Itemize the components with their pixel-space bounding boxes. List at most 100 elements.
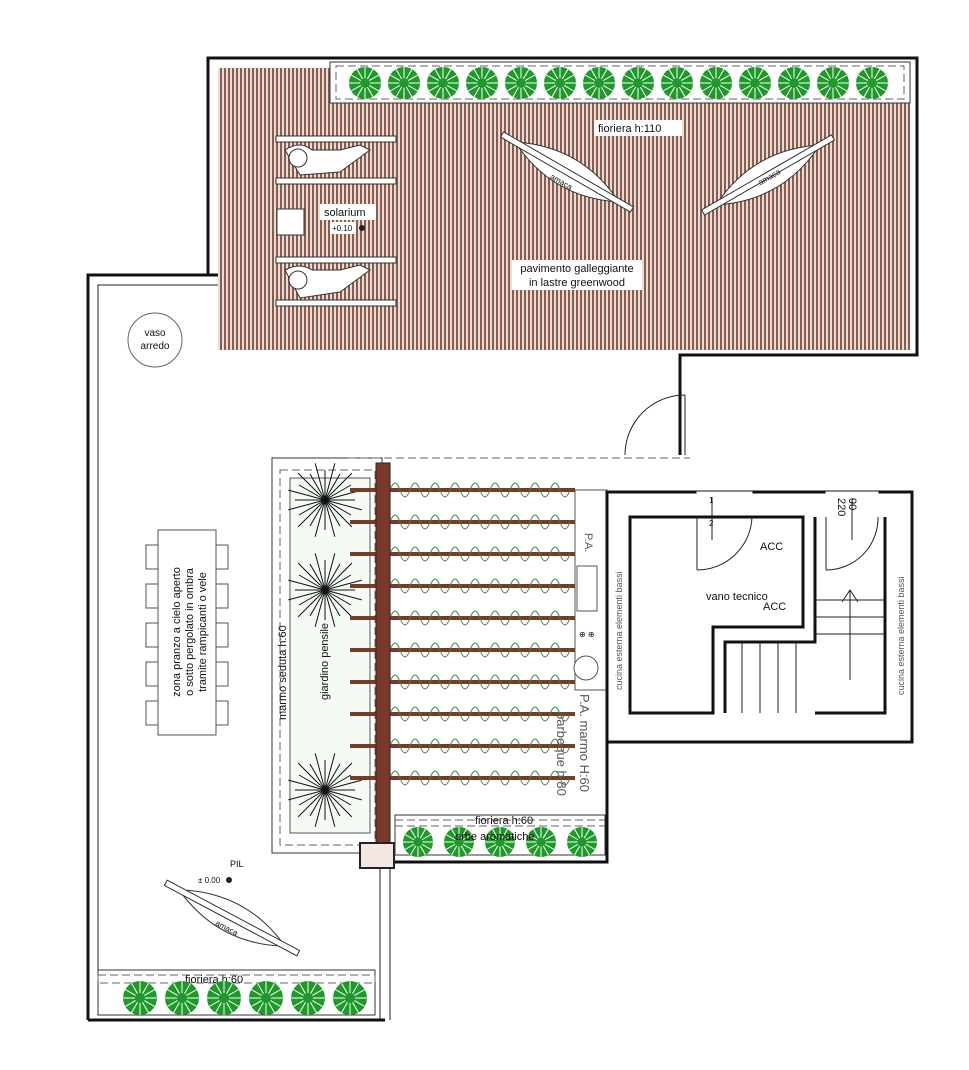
pergola-garden: marmo seduta h:60 giardino pensile P.A. …: [271, 457, 690, 1020]
chair: [215, 661, 229, 687]
climbing-plant: [389, 674, 571, 690]
chair: [145, 622, 159, 648]
shrub-icon: [207, 981, 241, 1015]
chair: [145, 583, 159, 609]
label-barbeque: barbeque h:80: [554, 712, 569, 796]
climbing-plant: [389, 546, 571, 562]
pergola-beam: [350, 744, 575, 748]
shrub-icon: [526, 827, 556, 857]
barbecue-grill[interactable]: [573, 655, 599, 681]
hammock-2[interactable]: amaca: [696, 125, 841, 226]
label-zona-3: tramite rampicanti o vele: [197, 572, 209, 692]
dining-terrace: vaso arredo zona pranzo a cielo aperto o…: [86, 273, 385, 1022]
chair: [215, 583, 229, 609]
decorative-vase[interactable]: vaso arredo: [127, 312, 183, 368]
level-marker-icon: [226, 877, 232, 883]
plants-bottom: [123, 981, 367, 1015]
label-pavimento-2: in lastre greenwood: [529, 277, 625, 289]
sunbed-2[interactable]: [275, 256, 397, 307]
shrub-icon: [427, 67, 459, 99]
sink[interactable]: [576, 565, 598, 612]
shrub-icon: [444, 827, 474, 857]
shrub-icon: [505, 67, 537, 99]
sunbed-1[interactable]: [275, 135, 397, 185]
climbing-plant: [389, 482, 571, 498]
spiky-plant-icon: [288, 463, 362, 537]
hammock-3[interactable]: amaca: [158, 870, 305, 968]
solarium-deck: fioriera h:110 amaca amaca solarium: [206, 56, 919, 455]
shrub-icon: [403, 827, 433, 857]
climbing-plant: [389, 770, 571, 786]
pergola-beam: [350, 712, 575, 716]
shrub-icon: [249, 981, 283, 1015]
label-step-1: 1: [709, 496, 714, 505]
spiky-plant-icon: [288, 553, 362, 627]
technical-block: 1 2 vano tecnico ACC ACC cucina esterna …: [605, 490, 914, 744]
pergola-beams: [350, 482, 575, 786]
shrub-icon: [123, 981, 157, 1015]
label-marmo-seduta: marmo seduta h:60: [277, 625, 289, 720]
staircase[interactable]: [741, 589, 885, 713]
label-acc-2: ACC: [763, 601, 786, 613]
label-pa: P.A.: [582, 533, 594, 552]
climbing-plant: [389, 706, 571, 722]
shrub-icon: [349, 67, 381, 99]
label-pa-marmo: P.A. marmo H:60: [577, 694, 592, 792]
shrub-icon: [583, 67, 615, 99]
climbing-plant: [389, 610, 571, 626]
spiky-plant-icon: [288, 753, 362, 827]
label-fioriera-top: fioriera h:110: [598, 123, 661, 135]
label-ground-level: ± 0.00: [198, 876, 221, 885]
label-cucina-right: cucina esterna elementi bassi: [896, 576, 906, 695]
label-door-height: 220: [835, 498, 847, 516]
ornamental-plants: [288, 463, 362, 827]
chair: [145, 700, 159, 726]
shrub-icon: [466, 67, 498, 99]
shrub-icon: [700, 67, 732, 99]
plants-middle: [403, 827, 597, 857]
label-acc-1: ACC: [760, 541, 783, 553]
pergola-beam: [350, 776, 575, 780]
pergola-beam: [350, 680, 575, 684]
chair: [215, 544, 229, 570]
chair: [145, 544, 159, 570]
shrub-icon: [333, 981, 367, 1015]
shrub-icon: [817, 67, 849, 99]
pergola-beam: [350, 584, 575, 588]
hob-icon[interactable]: ⊕ ⊕: [579, 630, 595, 639]
dining-table[interactable]: zona pranzo a cielo aperto o sotto pergo…: [145, 529, 229, 736]
level-marker-icon: [359, 225, 365, 231]
chairs: [145, 544, 229, 726]
shrub-icon: [622, 67, 654, 99]
label-solarium-level: +0.10: [332, 224, 353, 233]
label-zona-1: zona pranzo a cielo aperto: [171, 567, 183, 697]
pergola-main-beam: [375, 462, 391, 867]
entrance-door[interactable]: [624, 394, 686, 456]
label-cucina-left: cucina esterna elementi bassi: [614, 571, 624, 690]
shrub-icon: [165, 981, 199, 1015]
label-pavimento-1: pavimento galleggiante: [520, 263, 633, 275]
hammock-1[interactable]: amaca: [494, 122, 639, 224]
pergola-beam: [350, 648, 575, 652]
shrub-icon: [661, 67, 693, 99]
chair: [145, 661, 159, 687]
shrub-icon: [567, 827, 597, 857]
pillar: [359, 842, 395, 869]
plants-top: [349, 67, 888, 99]
pergola-beam: [350, 488, 575, 492]
shrub-icon: [485, 827, 515, 857]
climbing-plant: [389, 738, 571, 754]
label-zona-2: o sotto pergolato in ombra: [184, 567, 196, 696]
label-arredo: arredo: [141, 341, 170, 352]
pergola-beam: [350, 552, 575, 556]
climbing-plant: [389, 514, 571, 530]
shrub-icon: [388, 67, 420, 99]
label-fioriera-middle: fioriera h:60: [475, 815, 533, 827]
label-step-2: 2: [709, 519, 714, 528]
shrub-icon: [544, 67, 576, 99]
shrub-icon: [291, 981, 325, 1015]
climbing-plant: [389, 578, 571, 594]
label-solarium: solarium: [324, 207, 366, 219]
climbing-plant: [389, 642, 571, 658]
